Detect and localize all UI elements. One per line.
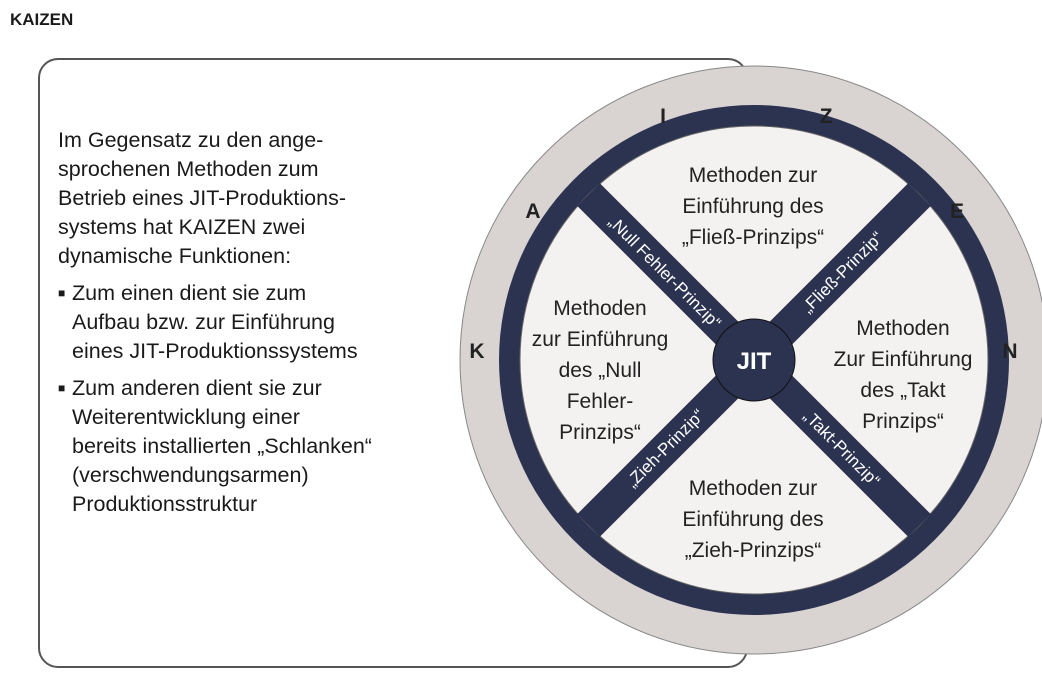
intro-line: Im Gegensatz zu den ange-: [58, 128, 324, 152]
intro-line: sprochenen Methoden zum: [58, 157, 319, 181]
bullet-line: eines JIT-Produktionssystems: [72, 339, 358, 363]
ring-letter-k: K: [469, 340, 484, 363]
center-hub: [712, 318, 796, 402]
quadrant-right-line: des „Takt: [860, 379, 945, 402]
intro-line: Betrieb eines JIT-Produktions-: [58, 186, 346, 210]
ring-letter-n: N: [1002, 340, 1017, 363]
quadrant-left-line: Prinzips“: [559, 421, 641, 444]
description: Im Gegensatz zu den ange-sprochenen Meth…: [58, 126, 438, 519]
quadrant-left-line: Methoden: [553, 297, 646, 320]
ring-letter-a: A: [525, 200, 540, 223]
bullet-square-icon: ■: [58, 381, 66, 395]
bullet-line: (verschwendungsarmen): [72, 463, 309, 487]
quadrant-right-line: Methoden: [856, 317, 949, 340]
quadrant-top-line: Methoden zur: [689, 164, 817, 187]
quadrant-bottom-line: Methoden zur: [689, 477, 817, 500]
ring-letter-z: Z: [820, 105, 833, 128]
intro-paragraph: Im Gegensatz zu den ange-sprochenen Meth…: [58, 126, 438, 271]
bullet-line: Zum anderen dient sie zur: [72, 376, 322, 400]
page-title: KAIZEN: [10, 10, 74, 29]
quadrant-top-line: Einführung des: [682, 195, 823, 218]
bullet-line: Zum einen dient sie zum: [72, 281, 307, 305]
quadrant-right-line: Zur Einführung: [834, 348, 973, 371]
ring-letter-i: I: [660, 105, 666, 128]
bullet-line: bereits installierten „Schlanken“: [72, 434, 372, 458]
quadrant-left-line: Fehler-: [567, 390, 634, 413]
bullet-line: Aufbau bzw. zur Einführung: [72, 310, 335, 334]
intro-line: dynamische Funktionen:: [58, 244, 292, 268]
bullet-square-icon: ■: [58, 286, 66, 300]
bullet-line: Weiterentwicklung einer: [72, 405, 300, 429]
bullet-line: Produktionsstruktur: [72, 492, 258, 516]
quadrant-bottom-line: „Zieh-Prinzips“: [685, 539, 822, 562]
quadrant-top-line: „Fließ-Prinzips“: [682, 226, 824, 249]
center-label: JIT: [737, 348, 772, 375]
intro-line: systems hat KAIZEN zwei: [58, 215, 306, 239]
quadrant-bottom-line: Einführung des: [682, 508, 823, 531]
quadrant-left-line: zur Einführung: [532, 328, 669, 351]
quadrant-right-line: Prinzips“: [862, 410, 944, 433]
quadrant-left-line: des „Null: [559, 359, 642, 382]
ring-letter-e: E: [950, 200, 964, 223]
